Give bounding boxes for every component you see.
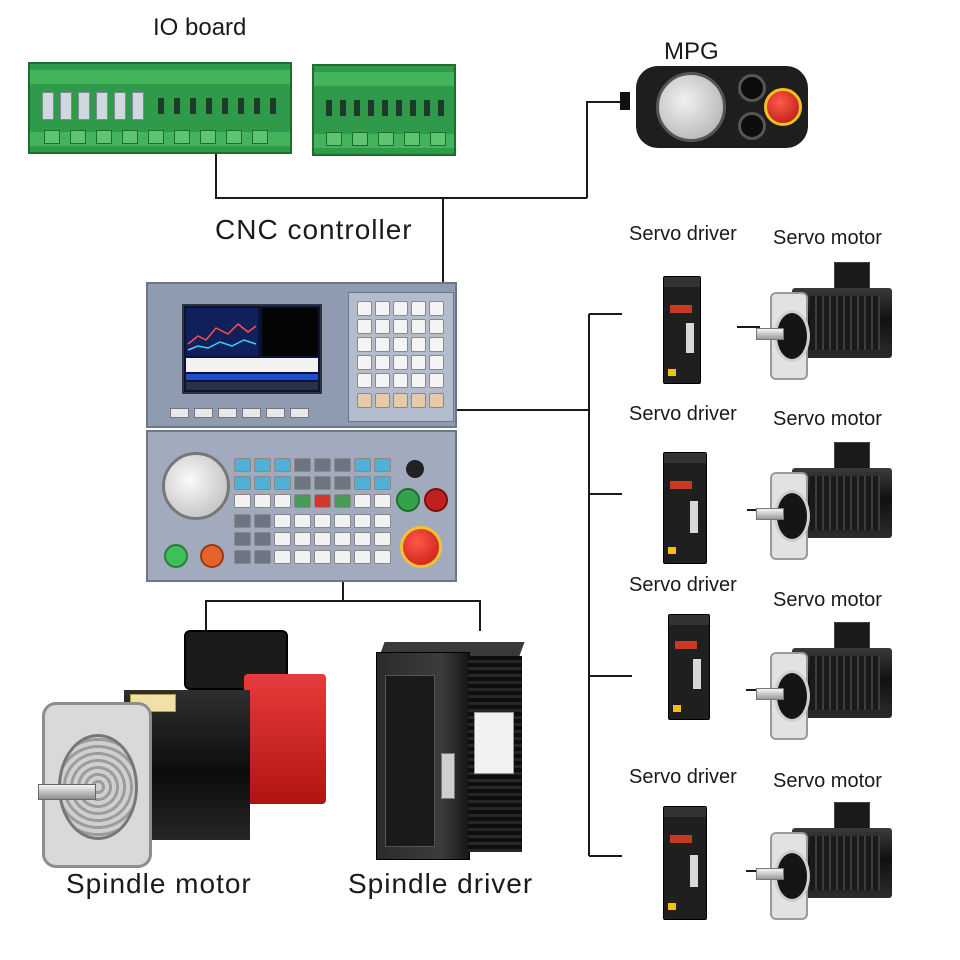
mpg-axis-knob-icon [738,74,766,102]
servo-motor-label-3: Servo motor [773,589,882,611]
mpg-label: MPG [664,38,719,65]
servo-motor-3 [756,622,892,740]
servo-driver-label-2: Servo driver [629,403,737,425]
io-board-relay-module [28,62,292,154]
wire-spindle [205,600,481,631]
servo-motor-label-4: Servo motor [773,770,882,792]
cnc-keypad [348,292,454,422]
power-on-icon [396,488,420,512]
servo-motor-4 [756,802,892,920]
spindle-motor [38,630,328,868]
power-off-icon [424,488,448,512]
servo-motor-label-2: Servo motor [773,408,882,430]
spindle-motor-label: Spindle motor [66,868,252,899]
servo-motor-label-1: Servo motor [773,227,882,249]
cnc-screen [182,304,322,394]
key-switch-icon [406,460,424,478]
cycle-start-icon [164,544,188,568]
emergency-stop-icon [400,526,442,568]
mpg-cable [620,92,630,110]
mpg-handwheel [636,66,808,148]
servo-motor-1 [756,262,892,380]
servo-driver-3 [668,614,710,720]
spindle-driver-label: Spindle driver [348,868,534,899]
servo-driver-label-4: Servo driver [629,766,737,788]
mpg-rate-knob-icon [738,112,766,140]
servo-driver-label-3: Servo driver [629,574,737,596]
servo-motor-2 [756,442,892,560]
mpg-estop-icon [764,88,802,126]
io-board-terminal-module [312,64,456,156]
servo-driver-label-1: Servo driver [629,223,737,245]
cnc-operator-panel [146,430,457,582]
mpg-wheel-icon [656,72,726,142]
cnc-display-panel [146,282,457,428]
io-board-label: IO board [153,14,247,41]
wire-mpg [586,101,623,198]
servo-driver-1 [663,276,701,384]
servo-driver-2 [663,452,707,564]
wire-io-board [215,150,587,199]
cnc-controller-label: CNC controller [215,214,413,245]
mpg-dial-icon [162,452,230,520]
servo-driver-4 [663,806,707,920]
spindle-driver [376,642,526,860]
feed-hold-icon [200,544,224,568]
